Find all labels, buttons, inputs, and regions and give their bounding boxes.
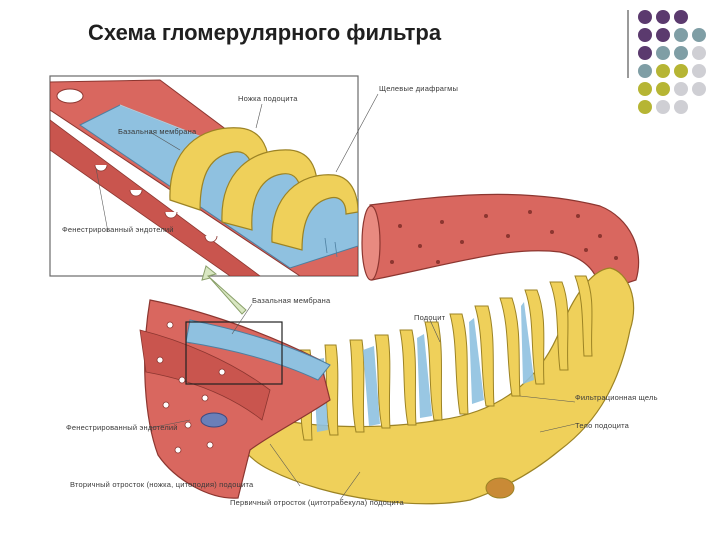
decor-dot: [692, 82, 706, 96]
decor-dot: [638, 10, 652, 24]
decor-dot: [638, 64, 652, 78]
label-podocyte-foot: Ножка подоцита: [238, 94, 298, 103]
label-primary-process: Первичный отросток (цитотрабекула) подоц…: [230, 498, 404, 507]
label-slit-diaphragms: Щелевые диафрагмы: [379, 84, 458, 93]
label-basal-membrane-main: Базальная мембрана: [252, 296, 331, 305]
capillary-tube: [361, 193, 640, 293]
zoom-arrow: [201, 265, 247, 315]
decor-dot: [674, 10, 688, 24]
podocyte-body: [234, 267, 635, 505]
decor-dot: [638, 46, 652, 60]
label-podocyte: Подоцит: [414, 313, 446, 322]
label-filtration-slit: Фильтрационная щель: [575, 393, 658, 402]
label-fenestrated-endothelium-inset-text: Фенестрированный эндотелий: [62, 225, 174, 234]
slide-title: Схема гломерулярного фильтра: [88, 20, 442, 45]
label-fenestrated-endothelium-main: Фенестрированный эндотелий: [66, 423, 178, 432]
decor-dot: [656, 10, 670, 24]
label-fenestrated-endothelium-inset: Фенестрированный эндотелий: [62, 225, 174, 234]
inset-podocyte-feet: [169, 127, 358, 251]
decor-dot: [638, 28, 652, 42]
decor-dot: [638, 100, 652, 114]
label-podocyte-body: Тело подоцита: [575, 421, 630, 430]
decor-dot: [656, 46, 670, 60]
zoom-source-box: [185, 321, 283, 385]
decor-divider-line: [627, 10, 629, 78]
label-secondary-process: Вторичный отросток (ножка, цитоподия) по…: [70, 480, 254, 489]
main-endothelium: [139, 299, 331, 499]
decor-dot: [674, 82, 688, 96]
decor-dot: [674, 100, 688, 114]
decor-dot: [656, 28, 670, 42]
decor-dot: [674, 64, 688, 78]
decor-dot: [638, 82, 652, 96]
decor-dot: [674, 46, 688, 60]
decor-dot: [692, 64, 706, 78]
decor-dot: [674, 28, 688, 42]
label-basal-membrane-inset: Базальная мембрана: [118, 127, 197, 136]
decor-dot: [656, 82, 670, 96]
decor-dot: [692, 46, 706, 60]
main-basal-membrane: [185, 319, 331, 381]
fenestra-hole: [56, 88, 84, 104]
decor-dot: [656, 100, 670, 114]
inset-panel: [49, 75, 359, 277]
decor-dot: [692, 28, 706, 42]
decor-dot-grid: [638, 10, 720, 120]
decor-dot: [656, 64, 670, 78]
